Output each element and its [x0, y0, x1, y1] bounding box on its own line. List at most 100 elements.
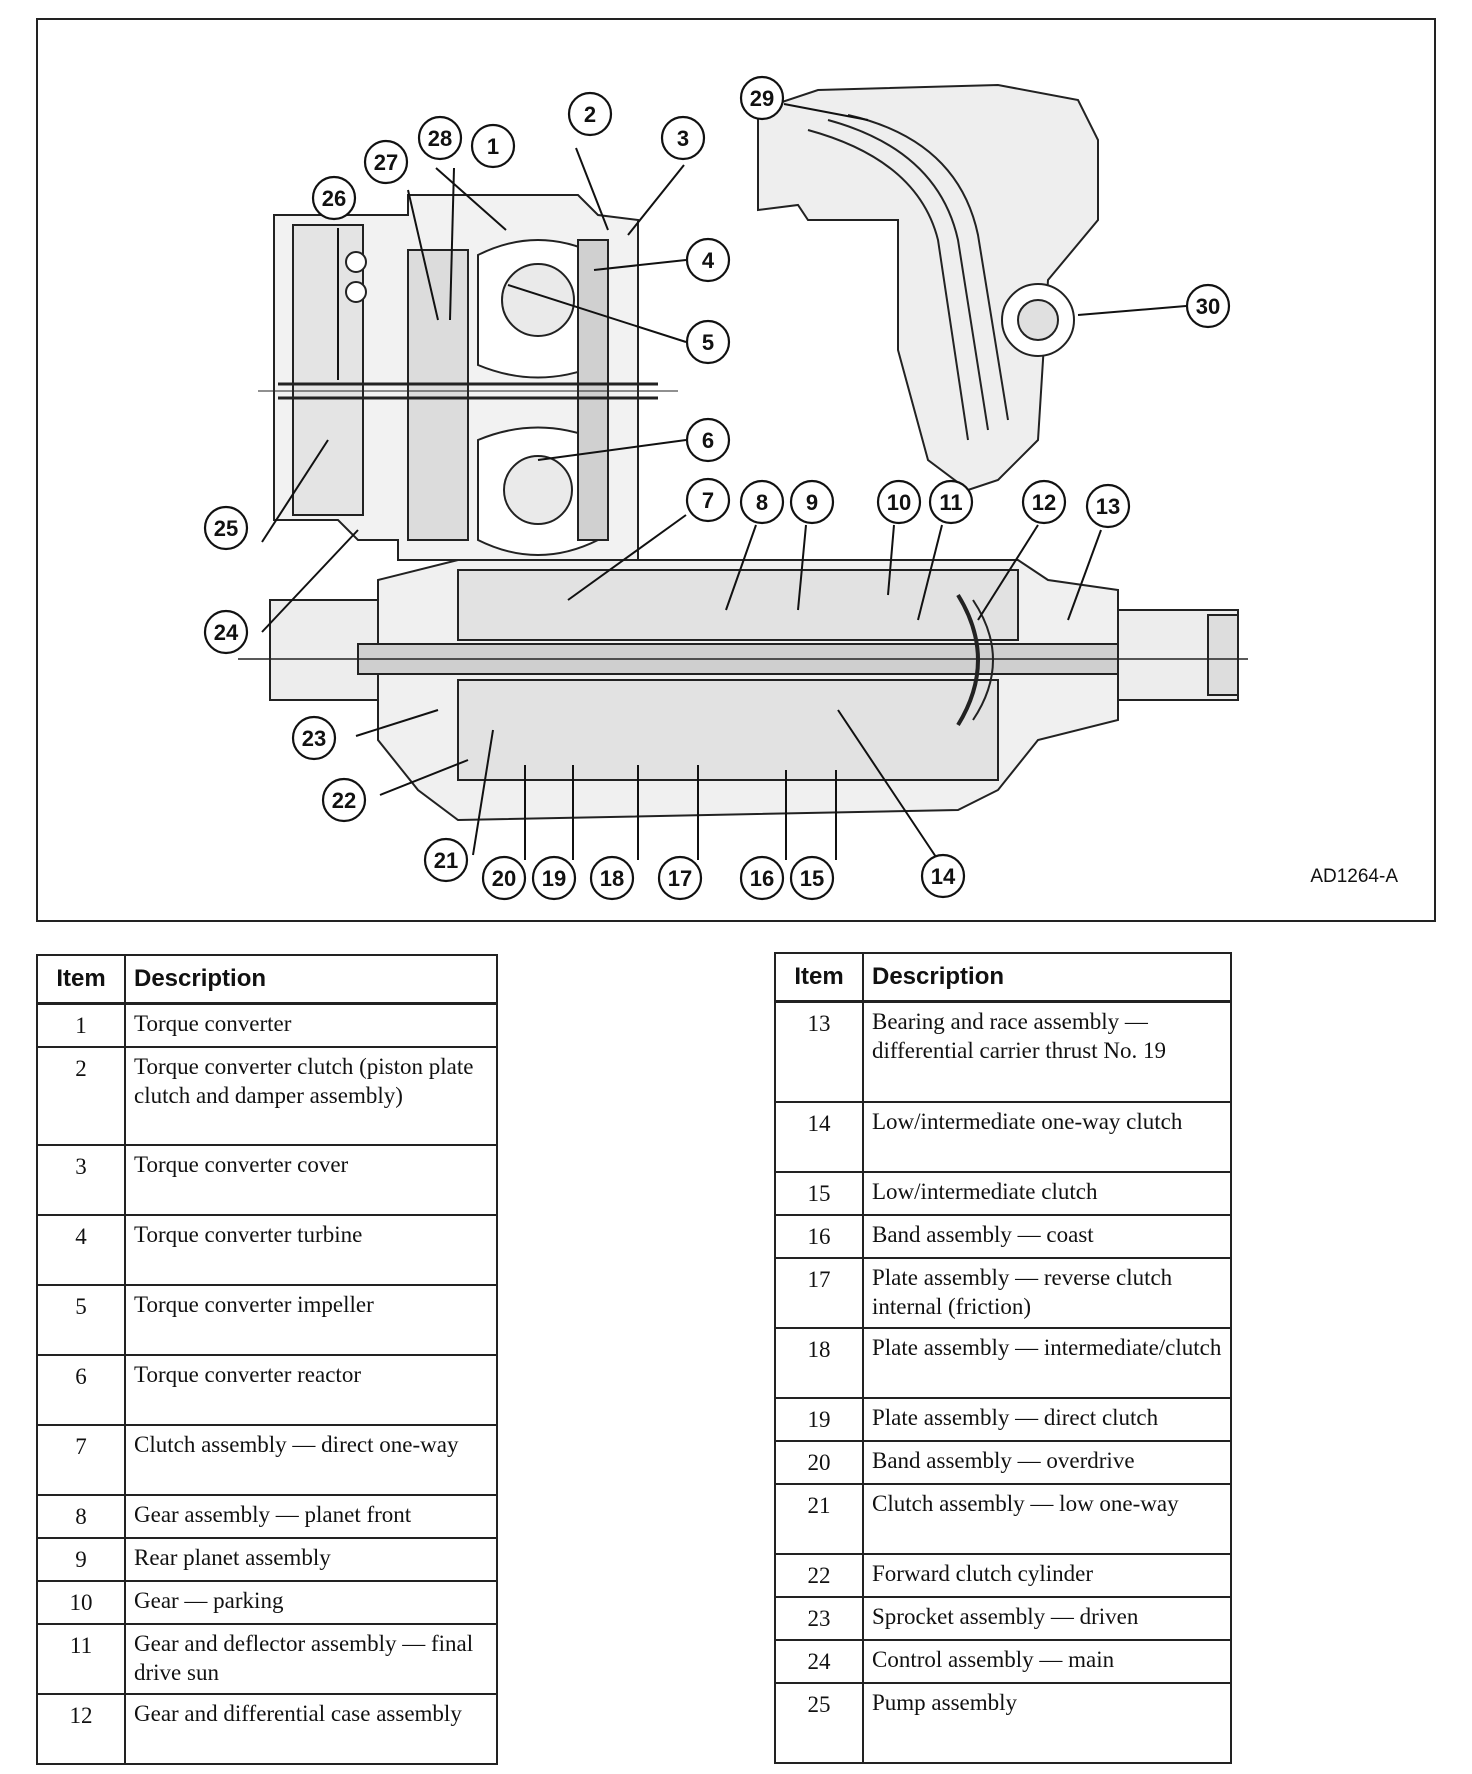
item-description: Clutch assembly — low one-way: [863, 1483, 1231, 1555]
item-description: Clutch assembly — direct one-way: [125, 1425, 497, 1496]
item-description: Plate assembly — reverse clutch internal…: [863, 1257, 1231, 1329]
item-number: 3: [37, 1145, 126, 1216]
svg-text:26: 26: [322, 186, 346, 211]
column-header-description: Description: [863, 952, 1231, 1003]
callout-22: 22: [321, 777, 367, 823]
item-description: Torque converter reactor: [125, 1355, 497, 1426]
callout-leaders: [261, 103, 1187, 861]
svg-text:6: 6: [702, 428, 714, 453]
svg-text:8: 8: [756, 490, 768, 515]
svg-text:23: 23: [302, 726, 326, 751]
callout-15: 15: [789, 855, 835, 901]
table-header-row: Item Description: [37, 954, 497, 1005]
item-description: Sprocket assembly — driven: [863, 1596, 1231, 1641]
item-number: 2: [37, 1047, 126, 1146]
item-number: 21: [775, 1483, 864, 1555]
item-number: 5: [37, 1285, 126, 1356]
item-number: 12: [37, 1694, 126, 1765]
item-number: 14: [775, 1101, 864, 1173]
item-description: Torque converter cover: [125, 1145, 497, 1216]
callout-30: 30: [1185, 283, 1231, 329]
callout-13: 13: [1085, 483, 1131, 529]
item-number: 7: [37, 1425, 126, 1496]
svg-text:24: 24: [214, 620, 239, 645]
item-number: 15: [775, 1171, 864, 1216]
callout-16: 16: [739, 855, 785, 901]
item-description: Gear assembly — planet front: [125, 1495, 497, 1539]
column-header-item: Item: [775, 952, 864, 1003]
callout-10: 10: [876, 479, 922, 525]
svg-text:10: 10: [887, 490, 911, 515]
item-number: 17: [775, 1257, 864, 1329]
svg-text:30: 30: [1196, 294, 1220, 319]
callout-29: 29: [739, 75, 785, 121]
callout-1: 1: [470, 123, 516, 169]
callout-8: 8: [739, 479, 785, 525]
svg-text:4: 4: [702, 248, 715, 273]
callout-21: 21: [423, 837, 469, 883]
callout-26: 26: [311, 175, 357, 221]
item-description: Plate assembly — intermediate/clutch: [863, 1327, 1231, 1399]
callout-18: 18: [589, 855, 635, 901]
callout-28: 28: [417, 115, 463, 161]
valve-body-drawing: [757, 83, 1099, 492]
item-number: 20: [775, 1440, 864, 1485]
item-description: Control assembly — main: [863, 1639, 1231, 1684]
item-description: Band assembly — coast: [863, 1214, 1231, 1259]
item-description: Band assembly — overdrive: [863, 1440, 1231, 1485]
svg-text:20: 20: [492, 866, 516, 891]
callout-25: 25: [203, 505, 249, 551]
item-number: 18: [775, 1327, 864, 1399]
geartrain-section-drawing: [238, 559, 1248, 822]
svg-text:1: 1: [487, 134, 499, 159]
svg-text:14: 14: [931, 864, 956, 889]
svg-text:28: 28: [428, 126, 452, 151]
callout-11: 11: [928, 479, 974, 525]
callout-12: 12: [1021, 479, 1067, 525]
column-header-item: Item: [37, 954, 126, 1005]
callout-14: 14: [920, 853, 966, 899]
svg-text:11: 11: [939, 490, 962, 515]
item-description: Torque converter turbine: [125, 1215, 497, 1286]
callout-17: 17: [657, 855, 703, 901]
item-description: Bearing and race assembly — differential…: [863, 1001, 1231, 1103]
item-description: Rear planet assembly: [125, 1538, 497, 1582]
item-number: 6: [37, 1355, 126, 1426]
item-description: Torque converter: [125, 1003, 497, 1048]
item-number: 1: [37, 1003, 126, 1048]
callout-6: 6: [685, 417, 731, 463]
callout-9: 9: [789, 479, 835, 525]
svg-text:18: 18: [600, 866, 624, 891]
callout-23: 23: [291, 715, 337, 761]
svg-text:3: 3: [677, 126, 689, 151]
item-number: 11: [37, 1624, 126, 1695]
svg-text:19: 19: [542, 866, 566, 891]
item-number: 4: [37, 1215, 126, 1286]
transaxle-cutaway-drawing: 1 2 3 4 5 6 7 8 9 10 11 12 13 14 15 16 1…: [203, 75, 1248, 901]
callout-20: 20: [481, 855, 527, 901]
callout-markers: 1 2 3 4 5 6 7 8 9 10 11 12 13 14 15 16 1…: [203, 75, 1231, 901]
svg-text:25: 25: [214, 516, 238, 541]
callout-2: 2: [567, 91, 613, 137]
item-description: Low/intermediate one-way clutch: [863, 1101, 1231, 1173]
